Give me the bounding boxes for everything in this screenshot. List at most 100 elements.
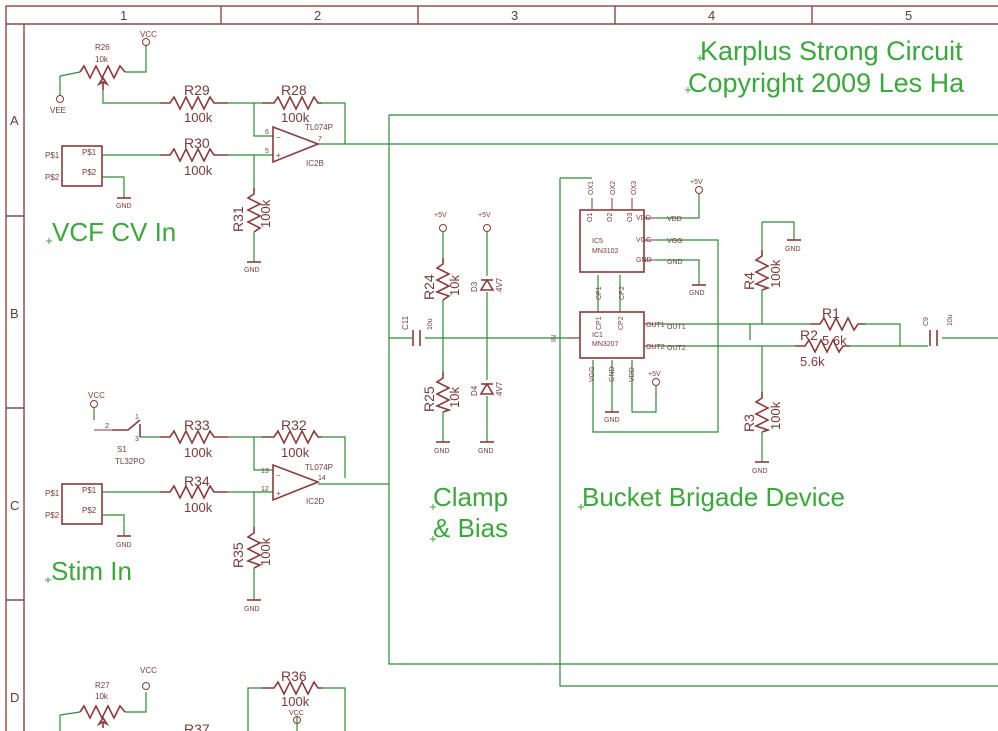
plus5v-label-3: +5V [690, 179, 703, 186]
r24-value: 10k [447, 275, 462, 296]
row-label-b: B [10, 306, 19, 321]
r3-value: 100k [768, 401, 783, 430]
gnd-label-8: GND [752, 468, 768, 475]
ic5-mn3102: OX1 OX2 OX3 O1 O2 O3 VDD VGG GND VDD VGG… [579, 181, 683, 300]
ic1-pin-gnd: GND [609, 366, 616, 382]
label-bias: & Bias [433, 513, 508, 543]
vcc-label-4: VCC [289, 710, 304, 717]
switch-s1: 2 1 3 S1 TL32PO [94, 414, 145, 466]
ic2d-pin-13: 13 [261, 468, 269, 475]
row-label-a: A [10, 113, 19, 128]
ic5-pin-cp2: CP2 [619, 286, 626, 300]
ic1-part: MN3207 [592, 341, 619, 348]
resistor-r36: R36 100k [262, 668, 322, 709]
d3-value: 4V7 [495, 277, 504, 292]
opamp-ic2b: − + 6 5 7 TL074P IC2B [265, 123, 333, 168]
r31-name: R31 [230, 206, 246, 232]
r26-value: 10k [95, 55, 109, 64]
gnd-label-9: GND [116, 542, 132, 549]
r29-name: R29 [184, 82, 210, 98]
r37-name: R37 [184, 721, 210, 731]
plus5v-label-4: +5V [648, 371, 661, 378]
r1-value: 5.6k [822, 333, 847, 348]
resistor-r1: R1 5.6k [810, 305, 865, 348]
row-label-c: C [10, 498, 19, 513]
ic5-pin-ox3: OX3 [631, 181, 638, 195]
stim-pin-1-inner: P$1 [82, 486, 97, 495]
c11-name: C11 [401, 315, 410, 330]
r27-name: R27 [95, 681, 110, 690]
r4-name: R4 [741, 272, 757, 290]
resistor-r3: R3 100k [741, 392, 783, 433]
r34-value: 100k [184, 500, 213, 515]
gnd-label-10: GND [244, 606, 260, 613]
ic5-pin-vgg: VGG [636, 237, 652, 244]
ic5-part: MN3102 [592, 248, 619, 255]
r29-value: 100k [184, 110, 213, 125]
wires [59, 45, 998, 731]
r32-value: 100k [281, 445, 310, 460]
vcc-label-2: VCC [88, 391, 105, 400]
r25-name: R25 [421, 386, 437, 412]
plus5v-label-1: +5V [434, 212, 447, 219]
resistor-r35: R35 100k [230, 527, 273, 569]
gnd-label-1: GND [116, 203, 132, 210]
resistor-r32: R32 100k [262, 417, 322, 460]
r33-name: R33 [184, 417, 210, 433]
s1-part: TL32PO [115, 457, 145, 466]
svg-text:+: + [276, 151, 281, 160]
ic1-pin-in: IN [551, 335, 558, 342]
c9-value: 10u [947, 314, 954, 326]
ic1-pin-cp1: CP1 [596, 316, 603, 330]
r35-name: R35 [230, 542, 246, 568]
vcf-pin-1-outer: P$1 [45, 151, 60, 160]
ic2b-pin-7: 7 [318, 136, 322, 143]
svg-text:+: + [276, 489, 281, 498]
vcf-pin-2-inner: P$2 [82, 168, 97, 177]
ic2b-name: IC2B [306, 159, 324, 168]
gnd-label-5: GND [689, 290, 705, 297]
d4-name: D4 [470, 385, 479, 396]
ic1-name: IC1 [592, 332, 603, 339]
ic1-ext-out1: OUT1 [667, 324, 686, 331]
ic1-pin-out2: OUT2 [646, 344, 665, 351]
resistor-r29: R29 100k [160, 82, 228, 125]
column-label-1: 1 [120, 8, 127, 23]
gnd-label-6: GND [604, 417, 620, 424]
r26-name: R26 [95, 43, 110, 52]
label-bucket-brigade: Bucket Brigade Device [582, 482, 845, 512]
title-line-1: Karplus Strong Circuit [700, 36, 963, 66]
resistor-r34: R34 100k [160, 473, 228, 515]
stim-pin-2-outer: P$2 [45, 511, 60, 520]
resistor-r30: R30 100k [160, 135, 228, 178]
resistor-r4: R4 100k [741, 250, 783, 291]
drawing-frame: 1 2 3 4 5 A B C D [5, 5, 998, 731]
potentiometer-r27: R27 10k [79, 681, 126, 728]
vcf-pin-2-outer: P$2 [45, 173, 60, 182]
capacitor-c9: C9 10u [923, 314, 954, 346]
resistor-r37: R37 [184, 721, 210, 731]
ic5-pin-gnd: GND [636, 257, 652, 264]
r28-value: 100k [281, 110, 310, 125]
column-label-5: 5 [905, 8, 912, 23]
ic5-pin-o1: O1 [587, 213, 594, 222]
ic1-pin-vgg: VGG [589, 366, 596, 382]
stim-pin-1-outer: P$1 [45, 489, 60, 498]
gnd-label-3: GND [434, 448, 450, 455]
ic2b-part: TL074P [305, 123, 333, 132]
ic1-ext-out2: OUT2 [667, 345, 686, 352]
label-vcf-cv-in: VCF CV In [52, 217, 176, 247]
opamp-ic2d: − + 13 12 14 TL074P IC2D [261, 463, 333, 506]
label-stim-in: Stim In [51, 556, 132, 586]
title-line-2: Copyright 2009 Les Ha [688, 68, 965, 98]
vcf-pin-1-inner: P$1 [82, 148, 97, 157]
s1-pin-2: 2 [105, 423, 109, 430]
vee-label: VEE [50, 106, 66, 115]
column-label-2: 2 [314, 8, 321, 23]
ic1-pin-cp2: CP2 [618, 316, 625, 330]
r4-value: 100k [768, 259, 783, 288]
ic5-pin-cp1: CP1 [596, 286, 603, 300]
r25-value: 10k [447, 387, 462, 408]
svg-text:−: − [276, 471, 281, 480]
